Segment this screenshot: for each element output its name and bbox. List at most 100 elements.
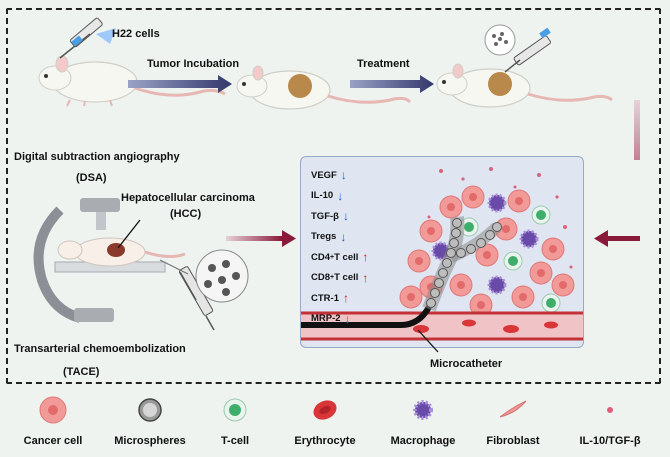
cancer-cell-icon	[419, 219, 443, 243]
treatment-arrow	[350, 75, 434, 93]
cytokine-dot-icon	[555, 392, 665, 428]
legend-label: T-cell	[220, 435, 250, 447]
hcc-abbr: (HCC)	[170, 208, 202, 220]
microsphere-icon	[466, 244, 476, 254]
hcc-title: Hepatocellular carcinoma	[121, 192, 255, 204]
marker-2: IL-10↓	[311, 186, 368, 207]
cancer-cell-icon	[461, 185, 485, 209]
t-cell-icon	[180, 392, 290, 428]
cancer-cell-icon	[469, 293, 493, 317]
mouse-3-icon	[436, 63, 613, 108]
cancer-cell-icon	[449, 273, 473, 297]
marker-name: CTR-1	[311, 292, 339, 304]
mouse-2-icon	[236, 65, 412, 110]
cancer-cell-icon	[399, 285, 423, 309]
tumor-scene-svg	[301, 167, 583, 341]
cancer-cell-icon	[551, 273, 575, 297]
cancer-cell-icon	[541, 237, 565, 261]
microsphere-icon	[485, 230, 495, 240]
legend-label: Cancer cell	[23, 435, 83, 447]
microsphere-icon	[446, 248, 456, 258]
marker-name: CD4	[311, 251, 331, 263]
legend-item: Erythrocyte	[270, 392, 380, 447]
microsphere-icon	[451, 228, 461, 238]
cancer-cell-icon	[475, 243, 499, 267]
legend-item: Fibroblast	[458, 392, 568, 447]
t-cell-icon	[531, 205, 551, 225]
down-arrow-icon: ↓	[340, 168, 347, 183]
up-arrow-icon: ↑	[362, 250, 369, 265]
tace-title: Transarterial chemoembolization	[14, 343, 186, 355]
microsphere-icon	[434, 278, 444, 288]
microsphere-icon	[449, 238, 459, 248]
microsphere-syringe-icon	[484, 24, 551, 73]
t-cell-icon	[541, 293, 561, 313]
microsphere-icon	[476, 238, 486, 248]
legend-item: Macrophage	[368, 392, 478, 447]
legend-label: Erythrocyte	[294, 435, 356, 447]
down-arrow-icon: ↓	[342, 209, 349, 224]
flow-arrows-svg	[226, 230, 640, 247]
marker-suffix: T cell	[334, 272, 359, 284]
microcatheter-line	[301, 305, 432, 328]
legend-item: T-cell	[180, 392, 290, 447]
marker-name: VEGF	[311, 169, 337, 181]
marker-name: IL-10	[311, 190, 334, 202]
tumor-incubation-arrow	[128, 75, 232, 93]
dsa-scene-svg	[33, 198, 249, 331]
fibroblast-icon	[458, 392, 568, 428]
marker-name: TGF-β	[311, 210, 339, 222]
legend-label: Macrophage	[390, 435, 456, 447]
marker-sup: +	[330, 253, 335, 261]
macrophage-icon	[487, 193, 507, 213]
legend-item: Cancer cell	[0, 392, 108, 447]
macrophage-icon	[368, 392, 478, 428]
marker-5: CD4+T cell↑	[311, 247, 368, 268]
connector-right-vertical	[634, 100, 640, 160]
cancer-cell-icon	[407, 249, 431, 273]
marker-name: Tregs	[311, 231, 337, 243]
macrophage-icon	[487, 275, 507, 295]
marker-1: VEGF↓	[311, 165, 368, 186]
microsphere-icon	[452, 218, 462, 228]
dsa-title: Digital subtraction angiography	[14, 151, 180, 163]
microsphere-icon	[442, 258, 452, 268]
legend-label: Fibroblast	[486, 435, 540, 447]
marker-8: MRP-2↓	[311, 309, 368, 330]
legend-label: IL-10/TGF-β	[579, 435, 641, 447]
marker-6: CD8+T cell↑	[311, 268, 368, 289]
microsphere-bubble-icon	[195, 249, 249, 303]
workflow-top-svg	[38, 17, 640, 160]
t-cell-icon	[503, 251, 523, 271]
h22-label: H22 cells	[112, 28, 160, 40]
down-arrow-icon: ↓	[344, 311, 351, 326]
t-cell-icon	[459, 217, 479, 237]
microsphere-icon	[430, 288, 440, 298]
treatment-to-panel-arrow	[594, 230, 640, 247]
legend-item: IL-10/TGF-β	[555, 392, 665, 447]
marker-name: MRP-2	[311, 313, 341, 325]
up-arrow-icon: ↑	[342, 291, 349, 306]
marker-suffix: T cell	[334, 251, 359, 263]
cancer-cell-icon	[0, 392, 108, 428]
macrophage-icon	[519, 229, 539, 249]
cancer-cell-icon	[507, 189, 531, 213]
down-arrow-icon: ↓	[340, 229, 347, 244]
marker-sup: +	[330, 274, 335, 282]
legend-label: Microspheres	[114, 435, 186, 447]
syringe-icon	[59, 17, 116, 59]
legend-item: Microspheres	[95, 392, 205, 447]
marker-list: VEGF↓IL-10↓TGF-β↓Tregs↓CD4+T cell↑CD8+T …	[311, 165, 368, 329]
marker-3: TGF-β↓	[311, 206, 368, 227]
up-arrow-icon: ↑	[362, 270, 369, 285]
tace-abbr: (TACE)	[63, 366, 100, 378]
legend: Cancer cell Microspheres T-cell Erythrocyte…	[0, 392, 670, 457]
erythrocyte-icon	[270, 392, 380, 428]
marker-name: CD8	[311, 272, 331, 284]
microsphere-icon	[492, 222, 502, 232]
microcatheter-label: Microcatheter	[430, 358, 503, 370]
microsphere-icon	[438, 268, 448, 278]
dsa-to-panel-arrow	[226, 230, 296, 247]
cancer-cell-icon	[529, 261, 553, 285]
tumor-incubation-label: Tumor Incubation	[147, 58, 240, 70]
